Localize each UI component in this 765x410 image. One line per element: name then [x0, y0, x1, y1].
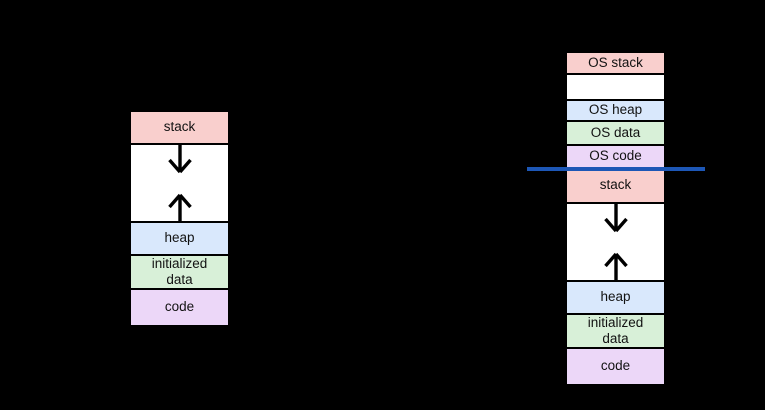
segment-label: initialized data: [587, 314, 644, 346]
segment-label: stack: [163, 119, 196, 135]
segment-stack: stack: [130, 111, 229, 144]
segment-os-heap: OS heap: [566, 100, 665, 121]
segment-label: OS stack: [588, 54, 643, 70]
kernel-user-boundary-line: [527, 167, 705, 171]
down-arrow-icon: [167, 145, 192, 174]
segment-label: heap: [164, 230, 195, 246]
segment-heap: heap: [130, 222, 229, 255]
segment-free-space: [130, 144, 229, 222]
segment-code: code: [566, 348, 665, 385]
segment-label: OS code: [589, 148, 642, 164]
segment-code: code: [130, 289, 229, 326]
segment-label: initialized data: [151, 255, 208, 287]
segment-label: stack: [599, 177, 632, 193]
up-arrow-icon: [167, 193, 192, 221]
process-memory-diagram: stack heap initialized data code: [130, 111, 229, 326]
segment-label: heap: [600, 289, 631, 305]
segment-label: OS heap: [588, 102, 643, 118]
segment-free-space: [566, 203, 665, 281]
segment-stack: stack: [566, 168, 665, 203]
segment-os-code: OS code: [566, 145, 665, 168]
segment-label: code: [600, 358, 631, 374]
segment-os-data: OS data: [566, 121, 665, 145]
up-arrow-icon: [603, 252, 628, 280]
down-arrow-icon: [603, 204, 628, 233]
segment-os-stack: OS stack: [566, 52, 665, 74]
segment-initialized-data: initialized data: [566, 314, 665, 348]
segment-os-free-space: [566, 74, 665, 100]
os-process-memory-diagram: OS stack OS heap OS data OS code stack h…: [566, 52, 665, 385]
segment-label: OS data: [590, 124, 641, 140]
segment-heap: heap: [566, 281, 665, 314]
segment-initialized-data: initialized data: [130, 255, 229, 289]
segment-label: code: [164, 299, 195, 315]
